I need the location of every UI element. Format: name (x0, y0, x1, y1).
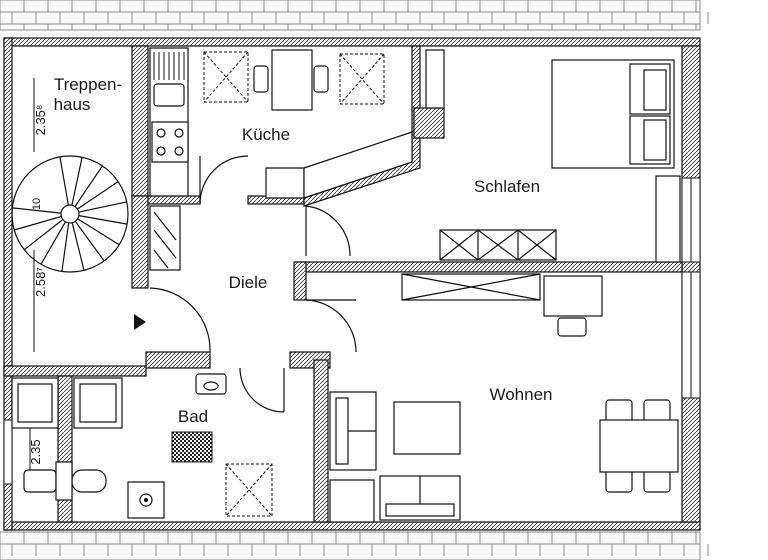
room-label-treppenhaus-line2: haus (54, 95, 91, 114)
bad-skylight (225, 463, 273, 517)
bath-mat (171, 431, 213, 463)
kitchen-shelf (425, 49, 445, 109)
stair-step (74, 165, 103, 207)
desk (543, 275, 603, 337)
room-label-treppenhaus: Treppen- (54, 75, 122, 94)
room-label-kueche: Küche (242, 125, 290, 144)
stair-step (12, 207, 62, 214)
kitchen-counter (149, 47, 189, 197)
room-label-wohnen: Wohnen (489, 385, 552, 404)
schlafen-skylights (439, 229, 557, 261)
dimension-label-top: 2.35⁸ (33, 105, 48, 136)
stair-step (23, 219, 64, 251)
roof-tiles-top (0, 0, 709, 31)
stair-step-number: 10 (31, 198, 43, 210)
room-label-bad: Bad (178, 407, 208, 426)
stair-step (78, 215, 128, 225)
dining-table (599, 399, 679, 493)
stair-step (77, 181, 119, 210)
diele-wardrobe (149, 205, 181, 271)
stair-direction-arrow (134, 314, 146, 330)
bed (551, 59, 675, 169)
stair-step (59, 156, 69, 206)
stair-step (77, 218, 120, 246)
stair-step (71, 222, 85, 271)
sink (195, 373, 227, 395)
stair-step (40, 221, 67, 265)
stairhall-shower (11, 377, 59, 429)
stair-step (71, 157, 83, 206)
shower (73, 377, 123, 429)
door-swings (149, 155, 357, 413)
stair-step (14, 215, 62, 231)
dimension-label-middle: 2.58⁷ (33, 267, 48, 297)
kitchen-grill (153, 52, 185, 80)
windows (3, 177, 701, 485)
kitchen-bench (265, 131, 413, 199)
toilet (23, 461, 107, 501)
kitchen-skylights (203, 51, 385, 105)
stair-step (61, 222, 70, 272)
roof-tiles-bottom (0, 531, 709, 560)
sofa-bottom (379, 475, 461, 521)
kitchen-table (253, 49, 329, 111)
dimension-label-bottom: 2.35 (28, 439, 43, 464)
sofa-left (329, 391, 377, 471)
spiral-staircase (11, 155, 129, 273)
floor-drain (127, 481, 165, 519)
wohnen-sideboard (401, 273, 541, 301)
stove (151, 121, 189, 163)
coffee-table (393, 401, 461, 455)
room-label-schlafen: Schlafen (474, 177, 540, 196)
stair-step (74, 220, 105, 262)
armchair (329, 479, 375, 523)
stair-step (78, 201, 127, 213)
room-label-diele: Diele (229, 273, 268, 292)
schlafen-cabinet (655, 175, 681, 263)
